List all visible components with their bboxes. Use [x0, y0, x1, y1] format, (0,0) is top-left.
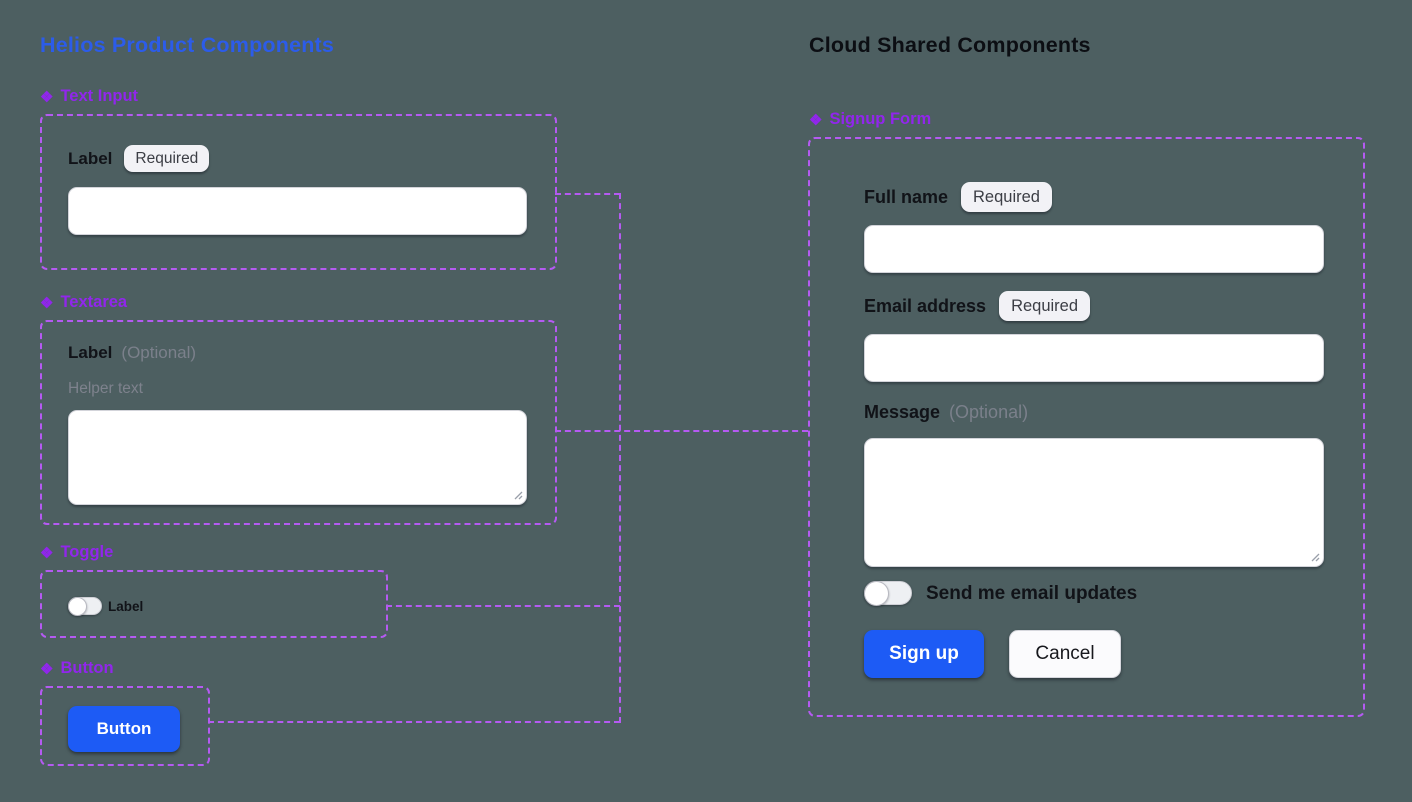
- text-input-component-frame: Label Required: [40, 114, 557, 270]
- button-component-frame: Button: [40, 686, 210, 766]
- component-heading-signup-form: ❖ Signup Form: [809, 110, 931, 129]
- right-panel-title: Cloud Shared Components: [809, 33, 1091, 57]
- toggle-label: Label: [108, 599, 144, 614]
- email-updates-toggle[interactable]: [864, 580, 912, 606]
- component-heading-label: Toggle: [60, 543, 114, 561]
- optional-hint: (Optional): [949, 402, 1029, 422]
- component-heading-toggle: ❖ Toggle: [40, 543, 113, 562]
- component-heading-text-input: ❖ Text Input: [40, 87, 138, 106]
- full-name-label: Full name: [864, 186, 949, 207]
- optional-hint: (Optional): [121, 343, 197, 362]
- required-badge: Required: [124, 145, 210, 172]
- primary-button[interactable]: Button: [68, 706, 180, 752]
- connector-text-input: [555, 193, 620, 195]
- textarea-component-frame: Label (Optional) Helper text: [40, 320, 557, 525]
- textarea-field[interactable]: [68, 410, 527, 505]
- email-input[interactable]: [864, 334, 1324, 382]
- full-name-input[interactable]: [864, 225, 1324, 273]
- component-diamond-icon: ❖: [40, 545, 54, 562]
- resize-handle-icon[interactable]: [1308, 550, 1320, 562]
- component-diamond-icon: ❖: [809, 112, 823, 129]
- component-heading-label: Text Input: [60, 87, 139, 105]
- toggle-component-frame: Label: [40, 570, 388, 638]
- toggle-knob[interactable]: [68, 596, 87, 616]
- toggle-knob[interactable]: [864, 580, 889, 606]
- signup-form-frame: Full name Required Email address Require…: [808, 137, 1365, 717]
- email-label: Email address: [864, 295, 987, 316]
- component-heading-label: Button: [60, 659, 114, 677]
- component-heading-label: Textarea: [60, 293, 128, 311]
- message-label: Message: [864, 402, 941, 422]
- connector-textarea-to-form: [555, 430, 808, 432]
- connector-button: [208, 721, 620, 723]
- helper-text: Helper text: [68, 380, 143, 397]
- textarea-label: Label: [68, 343, 113, 362]
- component-diamond-icon: ❖: [40, 295, 54, 312]
- sign-up-button[interactable]: Sign up: [864, 630, 984, 678]
- component-diamond-icon: ❖: [40, 661, 54, 678]
- email-updates-label: Send me email updates: [926, 583, 1138, 604]
- toggle-switch[interactable]: [68, 596, 102, 616]
- resize-handle-icon[interactable]: [511, 488, 523, 500]
- required-badge: Required: [961, 182, 1052, 212]
- component-heading-label: Signup Form: [829, 110, 932, 128]
- required-badge: Required: [999, 291, 1091, 321]
- connector-toggle: [386, 605, 620, 607]
- message-textarea[interactable]: [864, 438, 1324, 567]
- left-panel-title: Helios Product Components: [40, 33, 335, 57]
- component-heading-button: ❖ Button: [40, 659, 114, 678]
- component-heading-textarea: ❖ Textarea: [40, 293, 127, 312]
- cancel-button[interactable]: Cancel: [1009, 630, 1121, 678]
- text-input-label: Label: [68, 148, 113, 168]
- connector-bus-vertical: [619, 193, 621, 723]
- component-diamond-icon: ❖: [40, 89, 54, 106]
- text-input-field[interactable]: [68, 187, 527, 235]
